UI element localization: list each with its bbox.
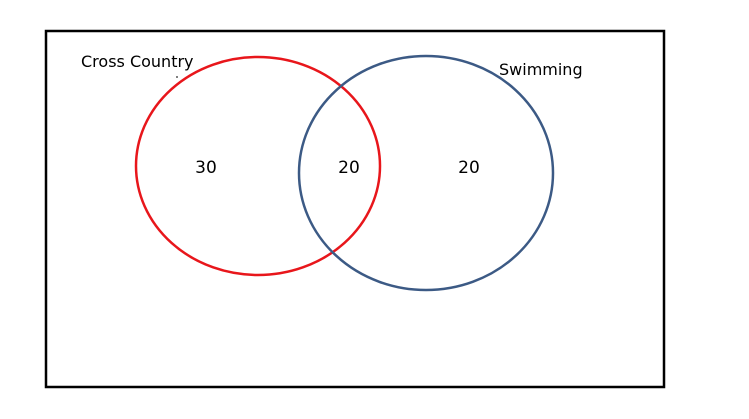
swimming-label: Swimming [499,60,583,79]
cross-country-label: Cross Country [81,52,194,71]
cross-country-circle [134,55,382,277]
swimming-circle [297,54,555,292]
swimming-only-count: 20 [458,158,480,178]
universal-set-frame [44,29,666,389]
cross-country-only-count: 30 [195,158,217,178]
intersection-count: 20 [338,158,360,178]
